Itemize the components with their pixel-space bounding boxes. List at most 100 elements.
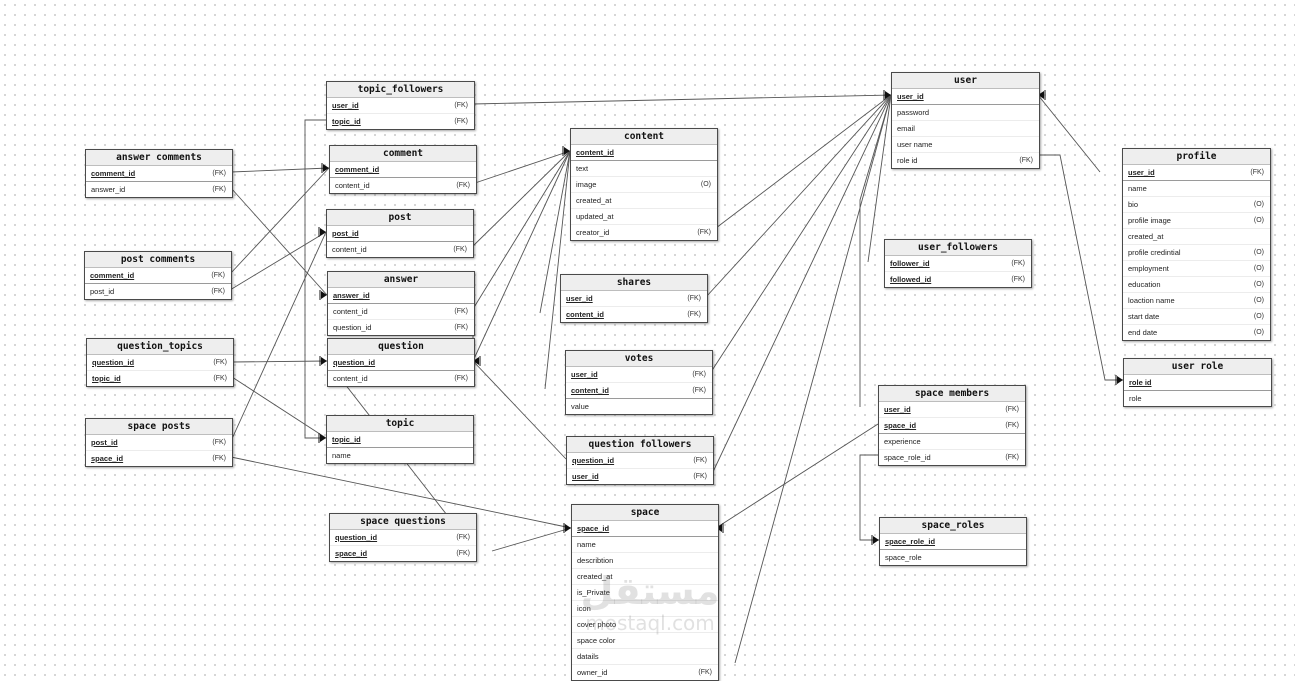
primary-key-attribute: user_id(FK) [879, 402, 1025, 418]
attribute-name: end date [1128, 328, 1158, 337]
attribute-tag: (FK) [211, 272, 225, 279]
attribute-name: email [897, 124, 915, 133]
attribute-row: space_role [880, 550, 1026, 565]
primary-key-attribute: topic_id [327, 432, 473, 448]
relationship-arrow [1117, 376, 1123, 384]
attribute-name: start date [1128, 312, 1160, 321]
entity-title: user role [1124, 359, 1271, 375]
attribute-row: updated_at [571, 209, 717, 225]
relationship-arrow [1038, 91, 1044, 99]
attribute-name: user_id [572, 472, 599, 481]
attribute-name: content_id [333, 307, 368, 316]
attribute-row: role id(FK) [892, 153, 1039, 168]
attribute-name: password [897, 108, 930, 117]
attribute-name: content_id [333, 374, 368, 383]
entity-title: profile [1123, 149, 1270, 165]
relationship-line [734, 94, 892, 663]
entity-title: user_followers [885, 240, 1031, 256]
entity-title: votes [566, 351, 712, 367]
attribute-name: role id [897, 156, 918, 165]
relationship-arrow [321, 357, 327, 365]
primary-key-attribute: space_id(FK) [86, 451, 232, 466]
attribute-name: content_id [571, 386, 609, 395]
attribute-row: experience [879, 434, 1025, 450]
attribute-name: experience [884, 437, 921, 446]
attribute-name: comment_id [335, 165, 380, 174]
attribute-tag: (FK) [212, 186, 226, 193]
relationship-line [229, 167, 330, 275]
watermark-site-text: mostaql.com [585, 611, 715, 635]
attribute-row: space_role_id(FK) [879, 450, 1025, 465]
attribute-name: space_id [91, 454, 124, 463]
primary-key-attribute: user_id [892, 89, 1039, 105]
relationship-line [544, 150, 571, 390]
primary-key-attribute: content_id(FK) [561, 307, 707, 322]
attribute-name: question_id [333, 323, 372, 332]
attribute-tag: (FK) [454, 102, 468, 109]
attribute-tag: (FK) [692, 387, 706, 394]
attribute-tag: (FK) [697, 229, 711, 236]
primary-key-attribute: space_id(FK) [330, 546, 476, 561]
attribute-row: email [892, 121, 1039, 137]
entity-title: topic [327, 416, 473, 432]
relationship-line [230, 231, 327, 442]
attribute-tag: (FK) [213, 375, 227, 382]
attribute-row: answer_id(FK) [86, 182, 232, 197]
attribute-name: name [332, 451, 351, 460]
relationship-line [491, 527, 572, 552]
attribute-tag: (FK) [212, 170, 226, 177]
attribute-tag: (FK) [454, 375, 468, 382]
attribute-row: user name [892, 137, 1039, 153]
attribute-row: value [566, 399, 712, 414]
attribute-tag: (FK) [1005, 454, 1019, 461]
attribute-name: value [571, 402, 589, 411]
entity-title: user [892, 73, 1039, 89]
attribute-row: education(O) [1123, 277, 1270, 293]
attribute-tag: (FK) [456, 182, 470, 189]
attribute-tag: (FK) [698, 669, 712, 676]
attribute-name: image [576, 180, 597, 189]
relationship-line [715, 423, 879, 529]
attribute-tag: (FK) [1005, 406, 1019, 413]
attribute-tag: (O) [1253, 249, 1264, 256]
relationship-line [1037, 94, 1101, 173]
entity-title: comment [330, 146, 476, 162]
attribute-tag: (FK) [1011, 276, 1025, 283]
attribute-name: created_at [577, 572, 613, 581]
primary-key-attribute: content_id (FK) [566, 383, 712, 399]
relationship-line [859, 454, 879, 541]
attribute-name: topic_id [332, 435, 361, 444]
primary-key-attribute: comment_id(FK) [86, 166, 232, 182]
attribute-name: text [576, 164, 589, 173]
attribute-name: space_id [884, 421, 917, 430]
attribute-row: post_id(FK) [85, 284, 231, 299]
attribute-name: follower_id [890, 259, 930, 268]
attribute-tag: (O) [1253, 281, 1264, 288]
primary-key-attribute: topic_id(FK) [327, 114, 474, 129]
attribute-name: profile image [1128, 216, 1171, 225]
attribute-row: text [571, 161, 717, 177]
attribute-name: bio [1128, 200, 1139, 209]
attribute-name: question_id [92, 358, 135, 367]
